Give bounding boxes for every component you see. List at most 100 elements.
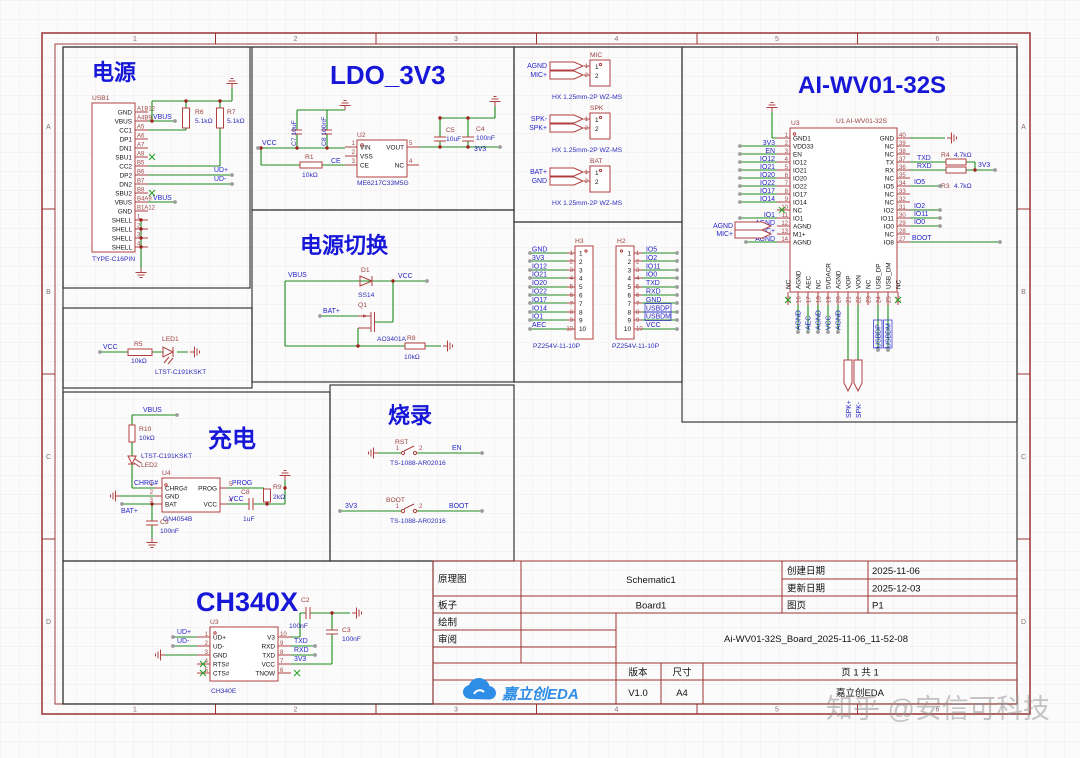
version-value: V1.0 (628, 688, 648, 699)
svg-text:IO21: IO21 (760, 164, 775, 171)
resistor-r1[interactable] (299, 161, 323, 169)
net-label-io0[interactable]: IO0 (914, 219, 925, 226)
resistor-r4[interactable] (945, 158, 967, 166)
net-label-txd[interactable]: TXD (917, 155, 931, 162)
net-label-udplus[interactable]: UD+ (177, 629, 191, 636)
svg-text:IO0: IO0 (646, 272, 657, 279)
led1-symbol[interactable] (162, 346, 175, 365)
net-label-vbus-1[interactable]: VBUS (153, 114, 172, 121)
resistor-r10[interactable] (128, 424, 136, 443)
svg-text:GND: GND (118, 209, 133, 216)
resistor-r8[interactable] (404, 342, 426, 350)
net-label-io2[interactable]: IO2 (914, 203, 925, 210)
document-title: Ai-WV01-32S_Board_2025-11-06_11-52-08 (724, 634, 908, 645)
resistor-r7[interactable] (216, 107, 224, 129)
section-burn[interactable]: 烧录 RST 1 2 EN TS-1088-AR02016 BOOT 3V3 1… (329, 384, 515, 562)
net-label-bat[interactable]: BAT+ (323, 308, 340, 315)
net-label-vbus[interactable]: VBUS (143, 407, 162, 414)
net-label-io11[interactable]: IO11 (914, 211, 929, 218)
section-power-switch[interactable]: 电源切换 D1 SS14 VBUS VCC BAT+ Q1 AO3401A R8… (251, 209, 515, 383)
connector-bat[interactable]: BAT 12 12 BAT+GND HX 1.25mm-2P WZ-MS (530, 158, 623, 207)
net-label-vcc[interactable]: VCC (103, 344, 118, 351)
net-label-rxd[interactable]: RXD (917, 163, 932, 170)
net-label-boot[interactable]: BOOT (449, 503, 469, 510)
resistor-r3[interactable] (945, 166, 967, 174)
net-label-io5[interactable]: IO5 (914, 179, 925, 186)
usb1-connector[interactable] (91, 102, 136, 253)
section-charge[interactable]: 充电 VBUS R10 10kΩ LTST-C191KSKT LED2 CHRG… (62, 391, 331, 562)
updated-date: 2025-12-03 (872, 584, 921, 595)
created-date: 2025-11-06 (872, 566, 920, 577)
net-label-vbus[interactable]: VBUS (288, 272, 307, 279)
created-label: 创建日期 (787, 565, 825, 577)
wire-end-dots (171, 635, 317, 657)
svg-text:2: 2 (205, 641, 209, 647)
c4-ref: C4 (476, 126, 485, 133)
svg-text:VOP: VOP (846, 276, 853, 290)
svg-text:B1A12: B1A12 (137, 206, 156, 212)
connector-spk[interactable]: SPK 12 12 SPK-SPK+ HX 1.25mm-2P WZ-MS (529, 105, 622, 154)
svg-text:16: 16 (797, 296, 803, 303)
net-label-vcc[interactable]: VCC (262, 140, 277, 147)
svg-text:IO12: IO12 (532, 263, 547, 270)
net-label-vbus-2[interactable]: VBUS (153, 195, 172, 202)
svg-text:34: 34 (899, 181, 906, 187)
mosfet-q1[interactable] (358, 312, 375, 332)
net-label-bat[interactable]: BAT+ (121, 508, 138, 515)
net-label-udminus[interactable]: UD- (214, 176, 226, 183)
svg-text:1: 1 (595, 117, 599, 124)
svg-text:AGND: AGND (793, 240, 812, 247)
ch340-ref: U3 (210, 619, 219, 626)
net-label-3v3[interactable]: 3V3 (294, 656, 306, 663)
u3-ch340e[interactable] (209, 626, 279, 682)
u2-left-pin-numbers: 123 (352, 141, 356, 165)
net-label-prog[interactable]: PROG (232, 480, 252, 487)
u2-ldo-chip[interactable] (356, 139, 408, 178)
svg-text:EN: EN (765, 148, 775, 155)
net-label-3v3[interactable]: 3V3 (978, 162, 990, 169)
led2-symbol[interactable] (127, 455, 142, 468)
net-label-udminus[interactable]: UD- (177, 638, 189, 645)
net-label-ce[interactable]: CE (331, 158, 341, 165)
svg-text:VCC: VCC (826, 315, 833, 330)
net-label-chrg[interactable]: CHRG# (134, 480, 158, 487)
net-label-3v3[interactable]: 3V3 (345, 503, 357, 510)
net-label-3v3[interactable]: 3V3 (474, 146, 486, 153)
svg-text:3V3: 3V3 (763, 140, 775, 147)
schematic-name[interactable]: Schematic1 (626, 575, 676, 586)
svg-text:EN: EN (793, 152, 802, 159)
svg-text:C: C (1021, 454, 1026, 461)
resistor-r5[interactable] (127, 348, 153, 356)
resistor-r9[interactable] (263, 488, 271, 503)
net-label-txd[interactable]: TXD (294, 638, 308, 645)
svg-text:21: 21 (847, 296, 853, 303)
net-label-vcc[interactable]: VCC (229, 496, 244, 503)
board-name[interactable]: Board1 (636, 601, 667, 612)
net-label-rxd[interactable]: RXD (294, 647, 309, 654)
svg-text:2: 2 (294, 36, 298, 43)
u4-charger-chip[interactable] (161, 477, 221, 513)
section-ldo[interactable]: LDO_3V3 C7 10uF C8 100nF VCC R1 10kΩ CE … (251, 46, 515, 211)
diode-d1[interactable] (359, 275, 374, 287)
section-power[interactable]: 电源 USB1 TYPE-C16PIN GNDVBUSCC1DP1DN1SBU1… (62, 46, 251, 289)
button-rst[interactable] (400, 445, 418, 456)
section-power-led[interactable]: VCC R5 10kΩ LED1 LTST-C191KSKT (62, 307, 253, 389)
net-label-vcc[interactable]: VCC (398, 273, 413, 280)
net-label-boot[interactable]: BOOT (912, 235, 932, 242)
button-boot[interactable] (400, 503, 418, 514)
net-label-udplus[interactable]: UD+ (214, 167, 228, 174)
usbdm-label-box (883, 319, 893, 349)
resistor-r6[interactable] (182, 107, 190, 129)
section-mcu[interactable]: AI-WV01-32S U3 U1 AI-WV01-32S 1234567891… (681, 46, 1018, 423)
net-label-en[interactable]: EN (452, 445, 462, 452)
